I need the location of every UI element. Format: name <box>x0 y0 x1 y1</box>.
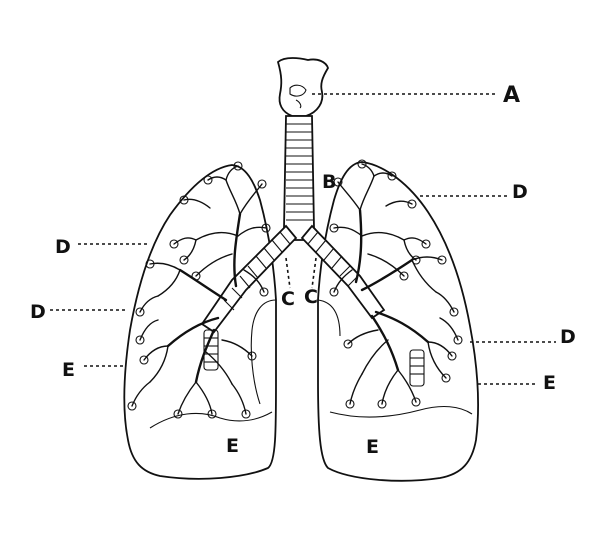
label-e-left-outer: E <box>62 359 75 381</box>
label-c-left: C <box>281 288 295 310</box>
label-b: B <box>322 171 336 193</box>
trachea <box>283 115 326 241</box>
left-alveoli-clusters <box>127 161 271 419</box>
label-c-right: C <box>304 286 318 308</box>
label-d-right-lower: D <box>560 326 576 348</box>
leader-c-left <box>285 257 291 289</box>
larynx-detail <box>289 84 307 109</box>
left-bronchial-tree <box>127 161 271 419</box>
left-lobe-bronchi-stack <box>203 329 219 371</box>
right-alveoli-clusters <box>329 159 463 409</box>
left-lung-base-line <box>149 411 273 429</box>
right-bronchus-rings <box>307 231 359 287</box>
left-lung-inner-contour <box>250 299 277 405</box>
right-lobe-bronchi-stack <box>409 349 425 387</box>
left-bronchus-rings <box>223 231 291 311</box>
trachea-rings <box>286 123 314 221</box>
label-d-right-upper: D <box>512 181 528 203</box>
label-e-right-outer: E <box>543 372 556 394</box>
left-lung <box>123 164 277 480</box>
label-d-left-lower: D <box>30 301 46 323</box>
right-lung-base-line <box>329 405 473 418</box>
leader-c-right <box>311 257 317 289</box>
larynx <box>276 57 329 117</box>
right-bronchial-tree <box>329 159 463 409</box>
label-a: A <box>503 83 520 108</box>
labels: A B C C D D D D E E E E <box>30 83 576 458</box>
label-d-left-upper: D <box>55 236 71 258</box>
label-e-right-inner: E <box>366 436 379 458</box>
right-lung-inner-contour <box>317 299 341 337</box>
label-e-left-inner: E <box>226 435 239 457</box>
trachea-outline <box>283 115 326 241</box>
leader-lines <box>50 93 556 385</box>
